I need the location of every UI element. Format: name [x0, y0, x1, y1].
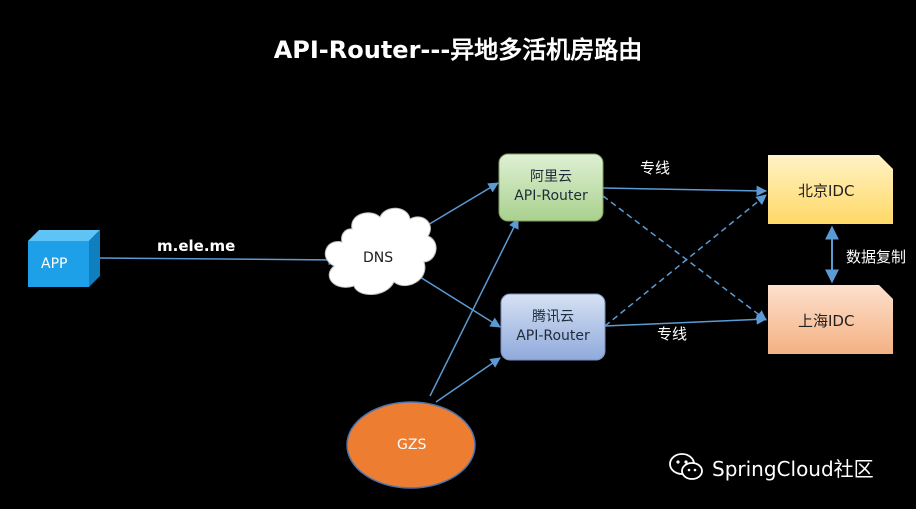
edge-aliyun-shanghai — [602, 195, 767, 321]
watermark: SpringCloud社区 — [668, 450, 874, 484]
edge-tencent-shanghai — [604, 314, 768, 327]
edge-label-replication: 数据复制 — [846, 248, 907, 266]
beijing-label: 北京IDC — [798, 182, 855, 200]
edge-tencent-beijing — [604, 194, 767, 327]
diagram-title: API-Router---异地多活机房路由 — [273, 36, 643, 64]
dns-cloud — [324, 207, 437, 295]
watermark-text: SpringCloud社区 — [712, 456, 874, 481]
gzs-ellipse — [346, 401, 476, 489]
edge-gzs-aliyun — [429, 218, 519, 397]
edge-gzs-tencent — [435, 357, 501, 403]
shanghai-label: 上海IDC — [798, 312, 855, 330]
shanghai-box — [768, 285, 893, 354]
wechat-icon — [669, 453, 703, 480]
aliyun-label: 阿里云 API-Router — [499, 168, 603, 206]
tencent-box — [500, 293, 606, 361]
aliyun-name: 阿里云 — [530, 169, 572, 185]
gzs-label: GZS — [397, 437, 427, 453]
edge-label-app-dns: m.ele.me — [157, 237, 236, 255]
app-label: APP — [41, 256, 68, 272]
beijing-box — [768, 155, 893, 224]
tencent-label: 腾讯云 API-Router — [501, 308, 605, 346]
app-node — [28, 230, 100, 287]
aliyun-box — [498, 153, 604, 222]
aliyun-router: API-Router — [514, 188, 588, 204]
dns-label: DNS — [363, 250, 394, 266]
edge-aliyun-beijing — [602, 185, 768, 197]
tencent-name: 腾讯云 — [532, 309, 574, 325]
tencent-router: API-Router — [516, 328, 590, 344]
edge-app-dns — [99, 254, 340, 266]
edge-label-dedicated-top: 专线 — [640, 159, 671, 177]
edge-label-dedicated-bottom: 专线 — [657, 325, 688, 343]
